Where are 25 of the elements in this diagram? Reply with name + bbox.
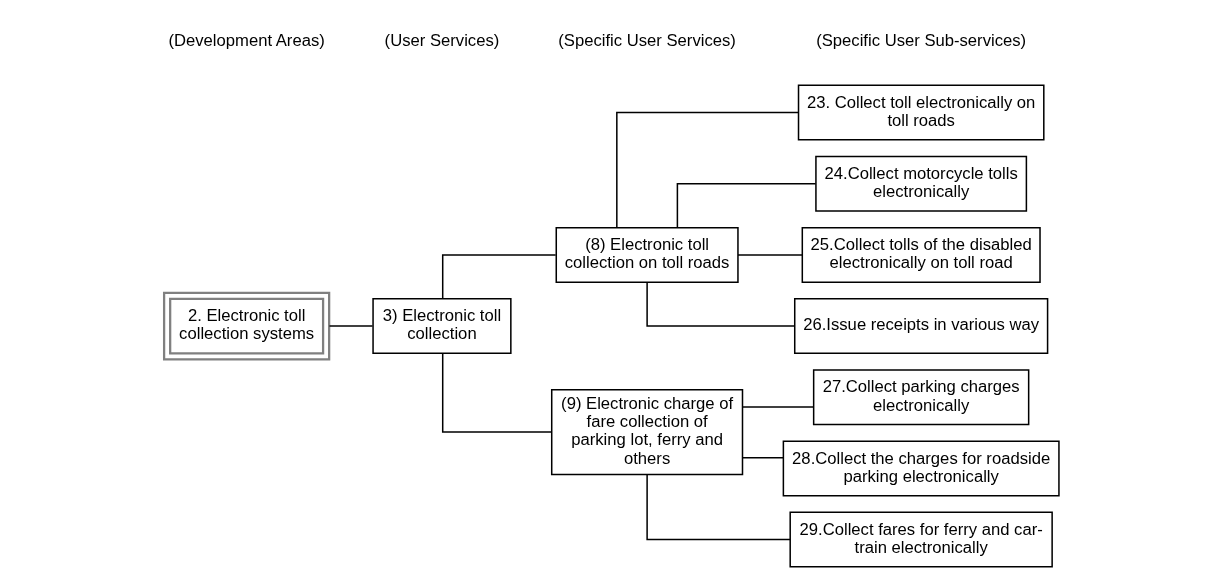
label: (Specific User Services) — [558, 30, 736, 50]
node-box: (8) Electronic toll collection on toll roads — [555, 226, 739, 283]
node-box: 24.Collect motorcycle tolls electronically — [815, 155, 1028, 212]
connector — [646, 281, 796, 327]
node-box: 3) Electronic toll collection — [372, 298, 512, 355]
node-box: 28.Collect the charges for roadside parking electronically — [782, 440, 1060, 497]
node-box: (9) Electronic charge of fare collection of parking lot, ferry and others — [550, 388, 744, 476]
node-box: 23. Collect toll electronically on toll roads — [797, 84, 1045, 141]
node-box: 26.Issue receipts in various way — [793, 298, 1049, 355]
connector — [676, 183, 817, 229]
label: (Development Areas) — [168, 30, 325, 50]
connector — [737, 254, 803, 256]
connector — [441, 352, 553, 433]
label: (User Services) — [384, 30, 500, 50]
connector — [741, 457, 784, 459]
connector — [441, 254, 557, 300]
node-box: 29.Collect fares for ferry and car-train electronically — [789, 511, 1053, 568]
connector — [646, 473, 791, 541]
label: (Specific User Sub-services) — [816, 30, 1027, 50]
node-box: 25.Collect tolls of the disabled electronically on toll road — [801, 226, 1041, 283]
node-box: 2. Electronic toll collection systems — [162, 291, 331, 361]
connector — [741, 406, 815, 408]
node-box: 27.Collect parking charges electronically — [812, 369, 1030, 426]
connector — [616, 111, 799, 229]
connector — [328, 325, 374, 327]
